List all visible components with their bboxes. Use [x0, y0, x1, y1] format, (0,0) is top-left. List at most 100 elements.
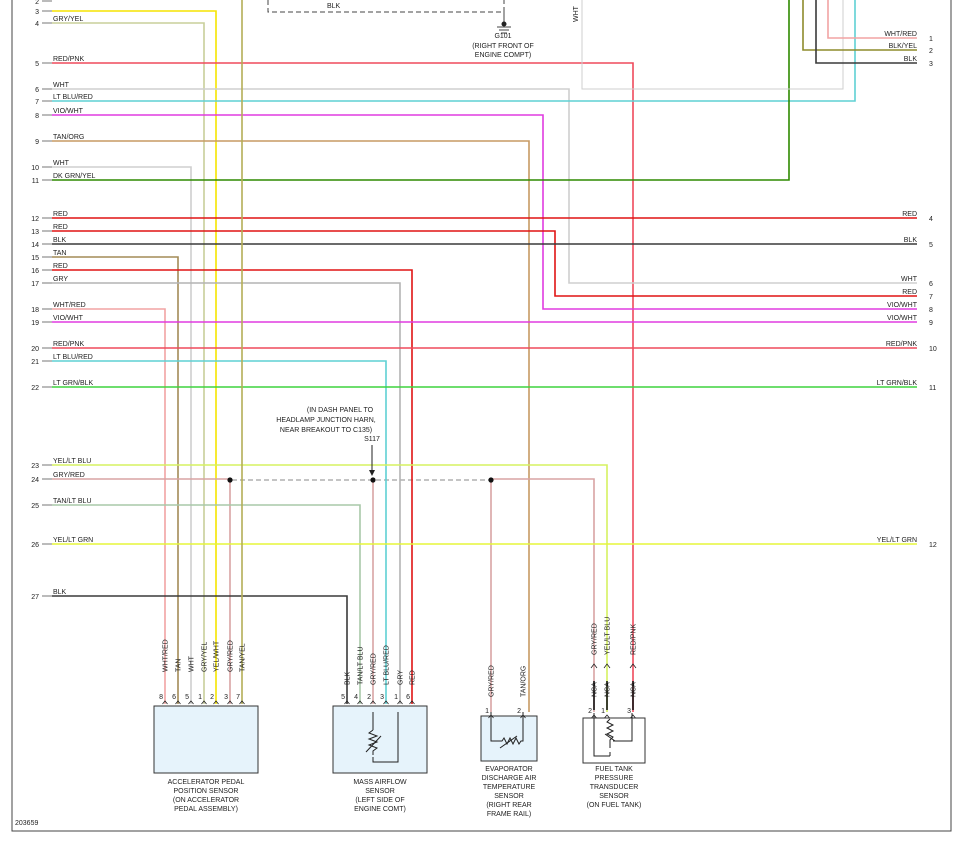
left-pin-3: 3 — [35, 9, 39, 16]
app-wire-label-0: WHT/RED — [163, 639, 170, 672]
g101-label: G101 — [494, 33, 511, 40]
splice-dot-2 — [370, 477, 376, 483]
app-wire-label-4: YEL/WHT — [214, 640, 221, 672]
g101-desc-1: (RIGHT FRONT OF — [472, 43, 534, 50]
app-terminal-5 — [188, 700, 194, 705]
app-wire-label-6: TAN/YEL — [240, 643, 247, 672]
right-wire-label-8: VIO/WHT — [887, 302, 918, 309]
evap-pin-2: 2 — [517, 708, 521, 715]
evap-wire-label-0: GRY/RED — [489, 665, 496, 697]
right-wire-label-12: YEL/LT GRN — [877, 537, 917, 544]
left-pin-6: 6 — [35, 87, 39, 94]
wire-gry-red-24d — [491, 478, 595, 712]
maf-caption-1: SENSOR — [365, 788, 395, 795]
maf-pin-4: 4 — [354, 694, 358, 701]
maf-wire-label-5: RED — [410, 670, 417, 685]
evap-caption-4: (RIGHT REAR — [486, 802, 531, 809]
left-pin-5: 5 — [35, 61, 39, 68]
left-wire-label-15: TAN — [53, 250, 66, 257]
splice-note-3: NEAR BREAKOUT TO C135) — [280, 427, 372, 434]
wire-tan-ltblu-25 — [52, 504, 361, 704]
right-wire-label-2: BLK/YEL — [889, 43, 918, 50]
wire-wht-10 — [52, 166, 192, 704]
app-pin-7: 7 — [236, 694, 240, 701]
evap-caption-0: EVAPORATOR — [485, 766, 532, 773]
left-wire-label-27: BLK — [53, 589, 67, 596]
ftp-caption-2: TRANSDUCER — [590, 784, 639, 791]
ftp-caption-1: PRESSURE — [595, 775, 634, 782]
ftp-wire-label-1: YEL/LT BLU — [605, 617, 612, 655]
ftp-wire-label-2: RED/PNK — [631, 624, 638, 655]
wire-dkgrn-yel-11 — [52, 0, 790, 181]
g101-desc-2: ENGINE COMPT) — [475, 52, 531, 59]
right-wire-label-4: RED — [902, 211, 917, 218]
left-pin-16: 16 — [31, 268, 39, 275]
evap-pin-1: 1 — [485, 708, 489, 715]
maf-terminal-4 — [357, 700, 363, 705]
splice-arrowhead — [369, 470, 375, 476]
left-pin-23: 23 — [31, 463, 39, 470]
app-pin-8: 8 — [159, 694, 163, 701]
left-wire-label-22: LT GRN/BLK — [53, 380, 94, 387]
shield-line-top — [267, 0, 505, 13]
left-pin-22: 22 — [31, 385, 39, 392]
app-wire-label-2: WHT — [189, 655, 196, 672]
evap-caption-2: TEMPERATURE — [483, 784, 536, 791]
maf-wire-label-2: GRY/RED — [371, 653, 378, 685]
splice-dot-3 — [488, 477, 494, 483]
left-wire-label-17: GRY — [53, 276, 68, 283]
app-pin-5: 5 — [185, 694, 189, 701]
app-caption-2: (ON ACCELERATOR — [173, 797, 239, 804]
ftp-pin-1: 1 — [601, 708, 605, 715]
app-sensor-box — [153, 705, 259, 774]
wire-ltblu-red-21 — [52, 360, 387, 704]
right-wire-label-9: VIO/WHT — [887, 315, 918, 322]
app-pin-1: 1 — [198, 694, 202, 701]
ftp-nca-2: NCA — [631, 682, 638, 697]
left-pin-15: 15 — [31, 255, 39, 262]
wire-red-pnk-5 — [52, 62, 634, 712]
app-caption-3: PEDAL ASSEMBLY) — [174, 806, 238, 813]
evap-terminal-1 — [488, 714, 494, 719]
maf-pin-5: 5 — [341, 694, 345, 701]
right-pin-7: 7 — [929, 294, 933, 301]
right-wire-label-11: LT GRN/BLK — [877, 380, 918, 387]
ground-g101 — [497, 12, 511, 34]
maf-pin-6: 6 — [406, 694, 410, 701]
left-pin-27: 27 — [31, 594, 39, 601]
app-wire-label-1: TAN — [176, 659, 183, 672]
left-pin-7: 7 — [35, 99, 39, 106]
right-pin-2: 2 — [929, 48, 933, 55]
right-pin-8: 8 — [929, 307, 933, 314]
right-pin-11: 11 — [929, 385, 936, 392]
wire-tan-15 — [52, 256, 179, 704]
wire-gry-17 — [52, 282, 401, 704]
left-pin-26: 26 — [31, 542, 39, 549]
splice-id: S117 — [364, 436, 380, 443]
app-terminal-3 — [227, 700, 233, 705]
maf-wire-label-3: LT BLU/RED — [384, 645, 391, 685]
wht-vertical-label: WHT — [573, 5, 580, 22]
wire-wht-6 — [52, 88, 917, 284]
left-wire-label-2: YEL/WHT — [53, 0, 85, 1]
evap-internal-circuit — [490, 712, 524, 749]
left-wire-label-25: TAN/LT BLU — [53, 498, 92, 505]
left-pin-9: 9 — [35, 139, 39, 146]
evap-caption-5: FRAME RAIL) — [487, 811, 531, 818]
left-pin-12: 12 — [31, 216, 39, 223]
left-pin-17: 17 — [31, 281, 39, 288]
right-wire-label-10: RED/PNK — [886, 341, 917, 348]
left-wire-label-7: LT BLU/RED — [53, 94, 93, 101]
left-wire-label-16: RED — [53, 263, 68, 270]
left-pin-4: 4 — [35, 21, 39, 28]
wire-yel-ltblu-23 — [52, 464, 608, 712]
left-wire-label-24: GRY/RED — [53, 472, 85, 479]
app-terminal-2 — [213, 700, 219, 705]
splice-note-1: (IN DASH PANEL TO — [307, 407, 374, 414]
right-wire-label-3: BLK — [904, 56, 918, 63]
left-wire-label-10: WHT — [53, 160, 70, 167]
left-wire-label-18: WHT/RED — [53, 302, 86, 309]
left-pin-13: 13 — [31, 229, 39, 236]
